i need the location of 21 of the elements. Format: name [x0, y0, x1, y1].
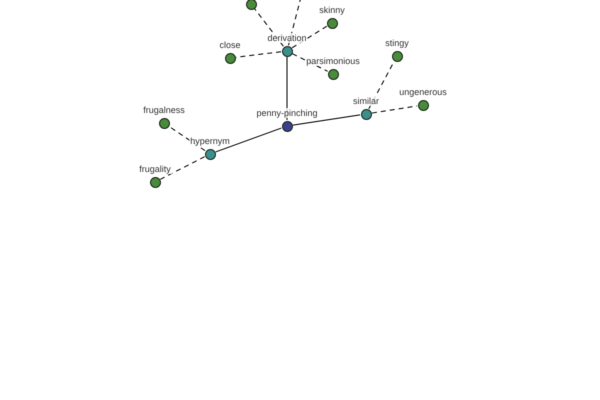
dashed-line	[371, 105, 418, 114]
dashed-line	[292, 26, 328, 48]
dashed-line	[288, 0, 302, 46]
dashed-line	[160, 156, 206, 180]
node-label: frugality	[138, 164, 172, 174]
node-label: derivation	[266, 32, 308, 42]
node-label: parsimonious	[305, 56, 361, 66]
node-label: frugalness	[142, 104, 186, 114]
dashed-line	[168, 126, 206, 152]
dashed-line	[254, 8, 284, 47]
node-label: hypernym	[189, 136, 231, 146]
node-label: penny-pinching	[255, 108, 319, 118]
dashed-line	[235, 51, 282, 58]
node-label: close	[218, 40, 242, 50]
circle-node	[246, 0, 256, 10]
node-label: similar	[352, 96, 380, 106]
node-label: skinny	[318, 4, 346, 14]
node-label: stingy	[384, 38, 410, 48]
connector-line	[292, 114, 361, 126]
connector-line	[215, 128, 282, 152]
dashed-line	[292, 53, 328, 72]
